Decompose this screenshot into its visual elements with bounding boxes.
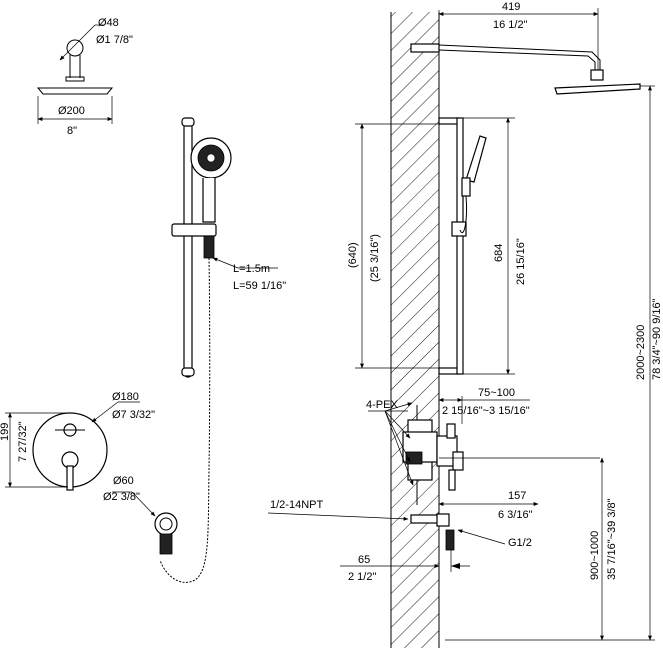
plate-height-mm: 199 [0,423,11,441]
rail-opt-in: (25 3/16") [369,234,381,282]
valve-height-mm: 900~1000 [589,531,601,580]
pex-label: 4-PEX [366,399,398,411]
valve-height-in: 35 7/16"~39 3/8" [606,498,618,580]
elbow-dia-mm: Ø60 [113,475,134,487]
rail-in: 26 15/16" [515,238,527,285]
valve-depth-in: 2 15/16"~3 15/16" [442,405,530,417]
rail-opt-mm: (640) [347,242,359,268]
hand-shower-view: L=1.5m L=59 1/16" [159,117,286,583]
valve-depth-mm: 75~100 [478,387,515,399]
plate-dia-in: Ø7 3/32" [112,409,155,421]
total-height-in: 78 3/4"~90 9/16" [651,298,663,380]
plate-height-in: 7 27/32" [17,421,29,462]
arm-dia-mm: Ø48 [98,17,119,29]
rail-mm: 684 [493,244,505,262]
g-label: G1/2 [508,537,532,549]
wall-elbow-view: Ø60 Ø2 3/8" [103,475,178,555]
elbow-dia-in: Ø2 3/8" [103,491,140,503]
head-dia-in: 8" [67,125,77,137]
plate-dia-mm: Ø180 [112,391,139,403]
arm-dia-in: Ø1 7/8" [96,34,133,46]
spout-mm: 157 [508,490,526,502]
wall-section [391,12,439,648]
head-dia-mm: Ø200 [58,105,85,117]
trim-plate-view: Ø180 Ø7 3/32" 199 7 27/32" [0,391,155,491]
shower-head-view: Ø48 Ø1 7/8" Ø200 8" [36,17,133,137]
npt-label: 1/2-14NPT [270,499,323,511]
spout-in: 6 3/16" [498,509,533,521]
total-height-mm: 2000~2300 [635,325,647,380]
elbow-offset-in: 2 1/2" [348,571,376,583]
arm-reach-in: 16 1/2" [493,19,528,31]
arm-reach-mm: 419 [502,1,520,13]
hose-len-mm: L=1.5m [233,263,270,275]
elbow-offset-mm: 65 [358,554,370,566]
hose-len-in: L=59 1/16" [233,280,286,292]
side-view: 419 16 1/2" (640) (25 3/16") 684 26 15/1… [267,1,663,648]
